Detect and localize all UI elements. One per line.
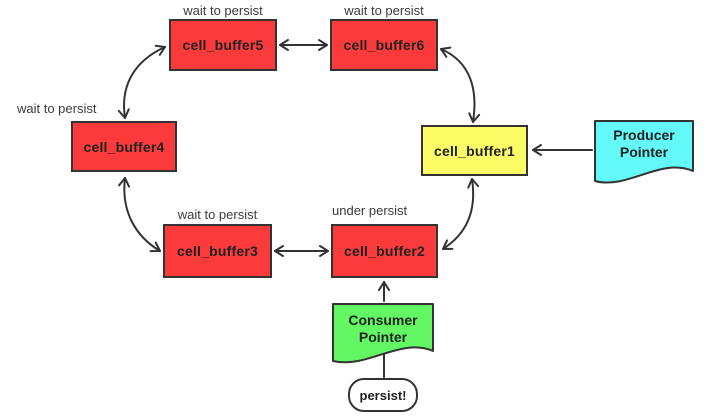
node-label: cell_buffer2 <box>344 243 425 259</box>
caption-buffer6: wait to persist <box>344 3 424 18</box>
persist-label: persist! <box>359 387 407 403</box>
node-cell-buffer4: cell_buffer4 <box>71 121 177 172</box>
consumer-pointer-label: Consumer Pointer <box>348 312 418 345</box>
node-cell-buffer1: cell_buffer1 <box>421 125 528 176</box>
caption-buffer5: wait to persist <box>183 3 263 18</box>
edge-buffer1-buffer2 <box>442 178 480 250</box>
edge-buffer6-buffer1 <box>440 46 481 123</box>
edge-buffer4-buffer5 <box>117 44 166 119</box>
node-label: cell_buffer3 <box>177 243 258 259</box>
persist-action: persist! <box>348 378 418 412</box>
node-cell-buffer3: cell_buffer3 <box>163 224 272 278</box>
node-label: cell_buffer1 <box>434 142 515 159</box>
node-cell-buffer2: cell_buffer2 <box>331 224 438 278</box>
producer-pointer-label: Producer Pointer <box>613 127 675 160</box>
node-cell-buffer5: cell_buffer5 <box>169 19 277 71</box>
caption-buffer3: wait to persist <box>177 207 258 222</box>
caption-buffer2: under persist <box>332 203 408 218</box>
consumer-pointer-shape <box>332 303 434 364</box>
node-label: cell_buffer6 <box>343 37 425 53</box>
node-label: cell_buffer4 <box>83 138 165 155</box>
node-cell-buffer6: cell_buffer6 <box>330 19 438 71</box>
caption-buffer4: wait to persist <box>17 101 97 116</box>
node-label: cell_buffer5 <box>182 37 264 53</box>
edge-buffer3-buffer4 <box>118 177 161 253</box>
producer-pointer-shape <box>594 120 694 184</box>
